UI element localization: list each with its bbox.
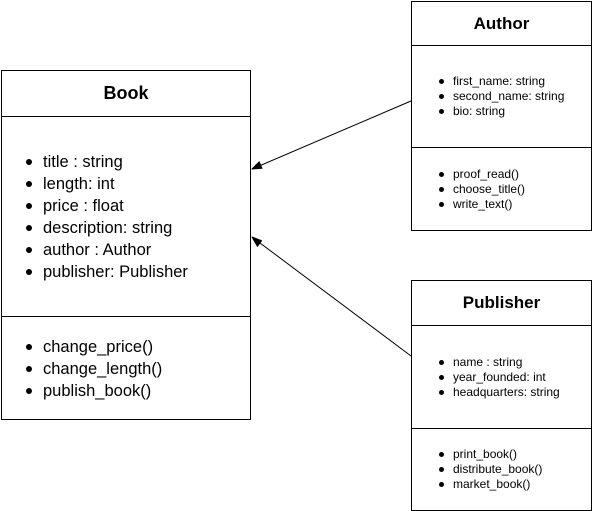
publisher-operation: distribute_book() <box>412 462 542 477</box>
book-attributes-list: title : string length: int price : float… <box>2 151 188 283</box>
author-operation: proof_read() <box>412 167 525 182</box>
book-operation: change_length() <box>2 358 162 380</box>
author-attribute: bio: string <box>412 104 564 119</box>
author-class-name: Author <box>412 2 591 46</box>
author-operations-list: proof_read() choose_title() write_text() <box>412 167 525 212</box>
publisher-attributes-section: name : string year_founded: int headquar… <box>412 326 591 428</box>
author-to-book-arrowhead <box>251 161 263 170</box>
book-attribute: length: int <box>2 173 188 195</box>
publisher-operations-list: print_book() distribute_book() market_bo… <box>412 447 542 492</box>
book-operations-list: change_price() change_length() publish_b… <box>2 336 162 402</box>
publisher-operation: print_book() <box>412 447 542 462</box>
author-class-box: Author first_name: string second_name: s… <box>411 1 592 231</box>
publisher-attribute: year_founded: int <box>412 370 560 385</box>
book-class-name: Book <box>2 71 250 117</box>
publisher-to-book-arrowhead <box>251 236 263 247</box>
book-class-box: Book title : string length: int price : … <box>1 70 251 420</box>
publisher-attribute: name : string <box>412 355 560 370</box>
book-operation: change_price() <box>2 336 162 358</box>
publisher-operations-section: print_book() distribute_book() market_bo… <box>412 428 591 510</box>
author-attribute: first_name: string <box>412 74 564 89</box>
author-to-book-association <box>251 100 412 170</box>
author-operations-section: proof_read() choose_title() write_text() <box>412 147 591 230</box>
publisher-attributes-list: name : string year_founded: int headquar… <box>412 355 560 400</box>
book-operation: publish_book() <box>2 380 162 402</box>
book-attribute: author : Author <box>2 239 188 261</box>
publisher-operation: market_book() <box>412 477 542 492</box>
author-to-book-line <box>251 100 412 170</box>
author-attributes-section: first_name: string second_name: string b… <box>412 46 591 147</box>
author-attribute: second_name: string <box>412 89 564 104</box>
publisher-to-book-line <box>251 236 412 357</box>
author-operation: choose_title() <box>412 182 525 197</box>
publisher-to-book-association <box>251 236 412 357</box>
author-operation: write_text() <box>412 197 525 212</box>
book-attribute: description: string <box>2 217 188 239</box>
publisher-class-box: Publisher name : string year_founded: in… <box>411 280 592 511</box>
author-attributes-list: first_name: string second_name: string b… <box>412 74 564 119</box>
book-attribute: publisher: Publisher <box>2 261 188 283</box>
book-attribute: price : float <box>2 195 188 217</box>
publisher-class-name: Publisher <box>412 281 591 326</box>
publisher-attribute: headquarters: string <box>412 385 560 400</box>
book-attribute: title : string <box>2 151 188 173</box>
book-attributes-section: title : string length: int price : float… <box>2 117 250 316</box>
book-operations-section: change_price() change_length() publish_b… <box>2 316 250 419</box>
